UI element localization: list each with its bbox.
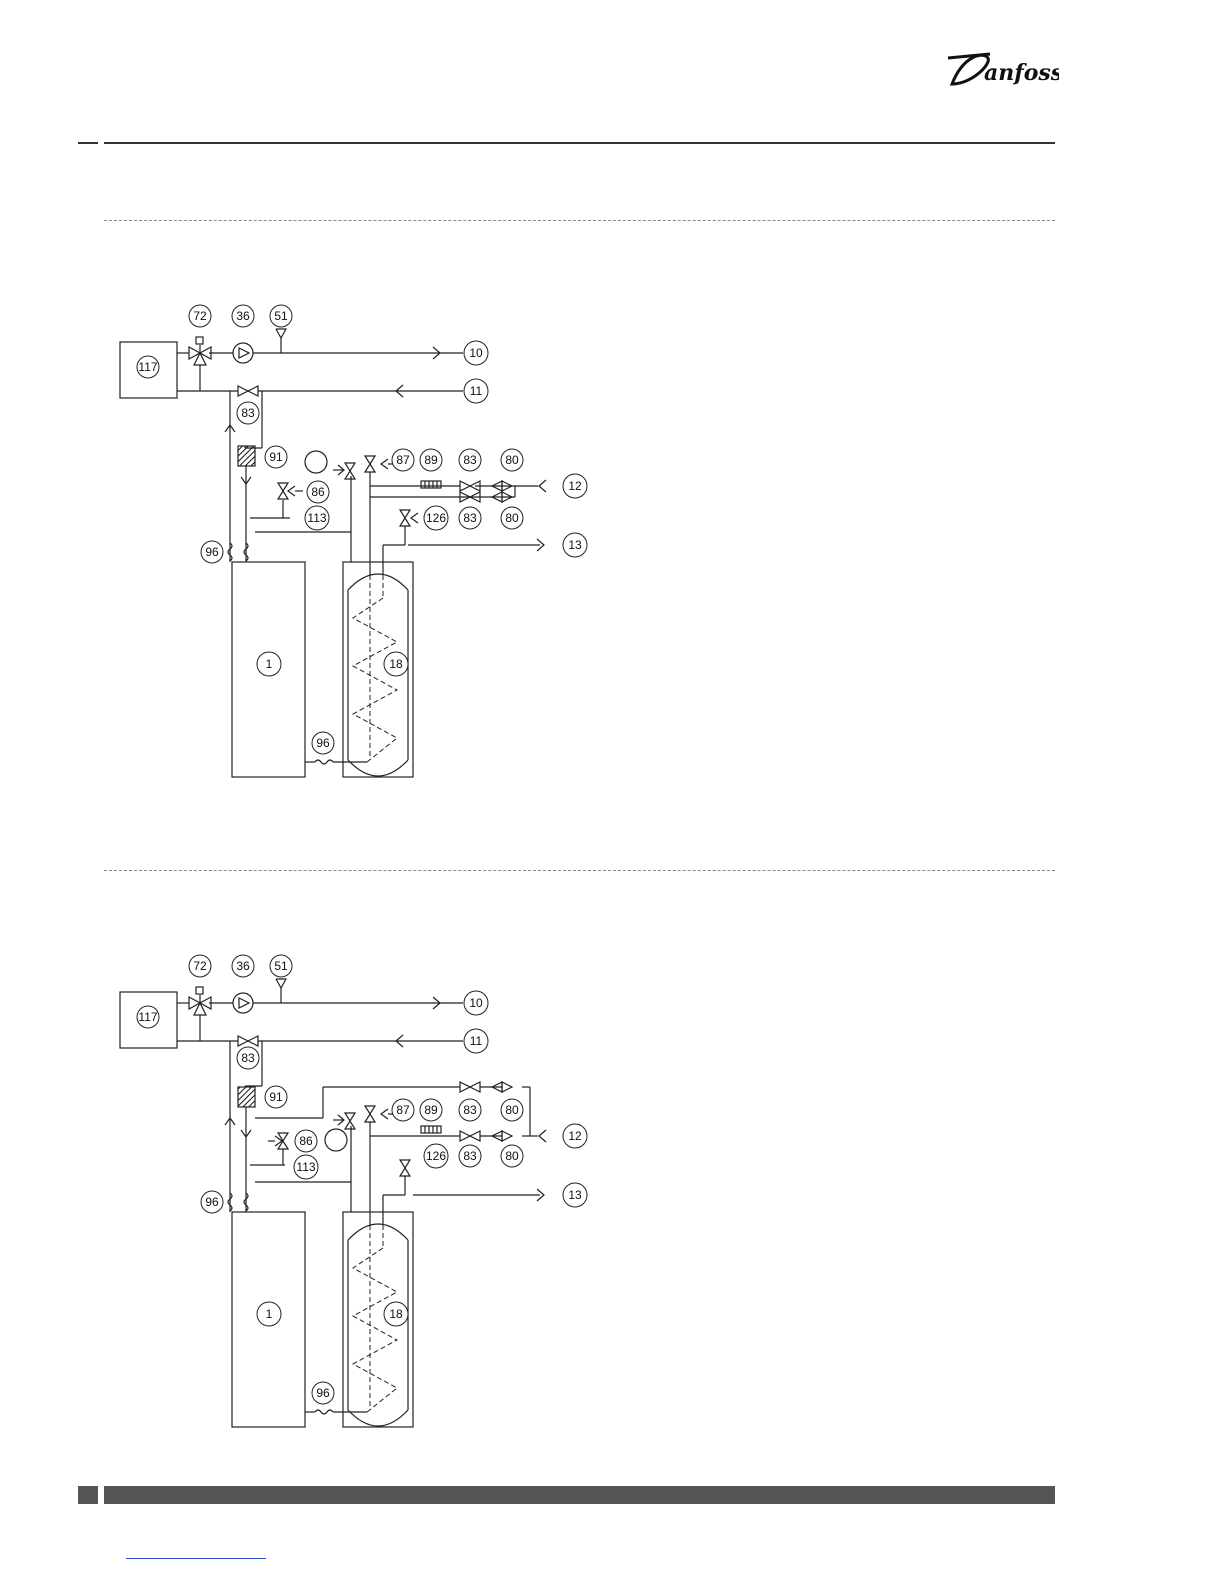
label-83b: 83: [463, 453, 477, 467]
label-117: 117: [138, 360, 157, 374]
label-83b: 83: [463, 1103, 477, 1117]
label-91: 91: [269, 450, 283, 464]
label-10: 10: [469, 996, 483, 1010]
label-12: 12: [568, 1129, 582, 1143]
label-1: 1: [266, 1307, 273, 1321]
label-91: 91: [269, 1090, 283, 1104]
label-87: 87: [396, 1103, 410, 1117]
label-83c: 83: [463, 511, 477, 525]
label-86: 86: [299, 1134, 313, 1148]
header-rule-left: [78, 142, 98, 144]
label-89: 89: [424, 453, 438, 467]
header-rule: [104, 142, 1055, 144]
label-126: 126: [426, 1149, 446, 1163]
label-13: 13: [568, 1188, 582, 1202]
label-11: 11: [470, 384, 483, 398]
label-51: 51: [274, 309, 288, 323]
label-18: 18: [389, 1307, 403, 1321]
label-80b: 80: [505, 511, 519, 525]
label-10: 10: [469, 346, 483, 360]
label-96a: 96: [205, 1195, 219, 1209]
hydraulic-diagram-2: 72 36 51 10 11 117 83 91 86 113 87 89 83…: [105, 950, 605, 1440]
danfoss-logo: anfoss: [944, 44, 1059, 94]
label-11: 11: [470, 1034, 483, 1048]
label-96b: 96: [316, 736, 330, 750]
label-126: 126: [426, 511, 446, 525]
label-18: 18: [389, 657, 403, 671]
svg-text:anfoss: anfoss: [984, 60, 1059, 86]
label-36: 36: [236, 309, 250, 323]
label-80b: 80: [505, 1149, 519, 1163]
label-72: 72: [193, 309, 207, 323]
label-86: 86: [311, 485, 325, 499]
label-87: 87: [396, 453, 410, 467]
section-divider-1: [104, 220, 1055, 221]
label-80a: 80: [505, 453, 519, 467]
section-divider-2: [104, 870, 1055, 871]
label-89: 89: [424, 1103, 438, 1117]
footer-link-underline[interactable]: [126, 1558, 266, 1559]
label-96a: 96: [205, 545, 219, 559]
label-13: 13: [568, 538, 582, 552]
label-96b: 96: [316, 1386, 330, 1400]
label-36: 36: [236, 959, 250, 973]
hydraulic-diagram-1: 72 36 51 10 11 117 83 91 86 113 87 89 83…: [105, 300, 605, 790]
footer-bar-left: [78, 1486, 98, 1504]
label-80a: 80: [505, 1103, 519, 1117]
footer-bar: [104, 1486, 1055, 1504]
label-113: 113: [307, 511, 326, 525]
label-117: 117: [138, 1010, 157, 1024]
label-1: 1: [266, 657, 273, 671]
label-83a: 83: [241, 1051, 255, 1065]
label-12: 12: [568, 479, 582, 493]
label-113: 113: [296, 1160, 315, 1174]
label-72: 72: [193, 959, 207, 973]
label-83c: 83: [463, 1149, 477, 1163]
label-83a: 83: [241, 406, 255, 420]
label-51: 51: [274, 959, 288, 973]
